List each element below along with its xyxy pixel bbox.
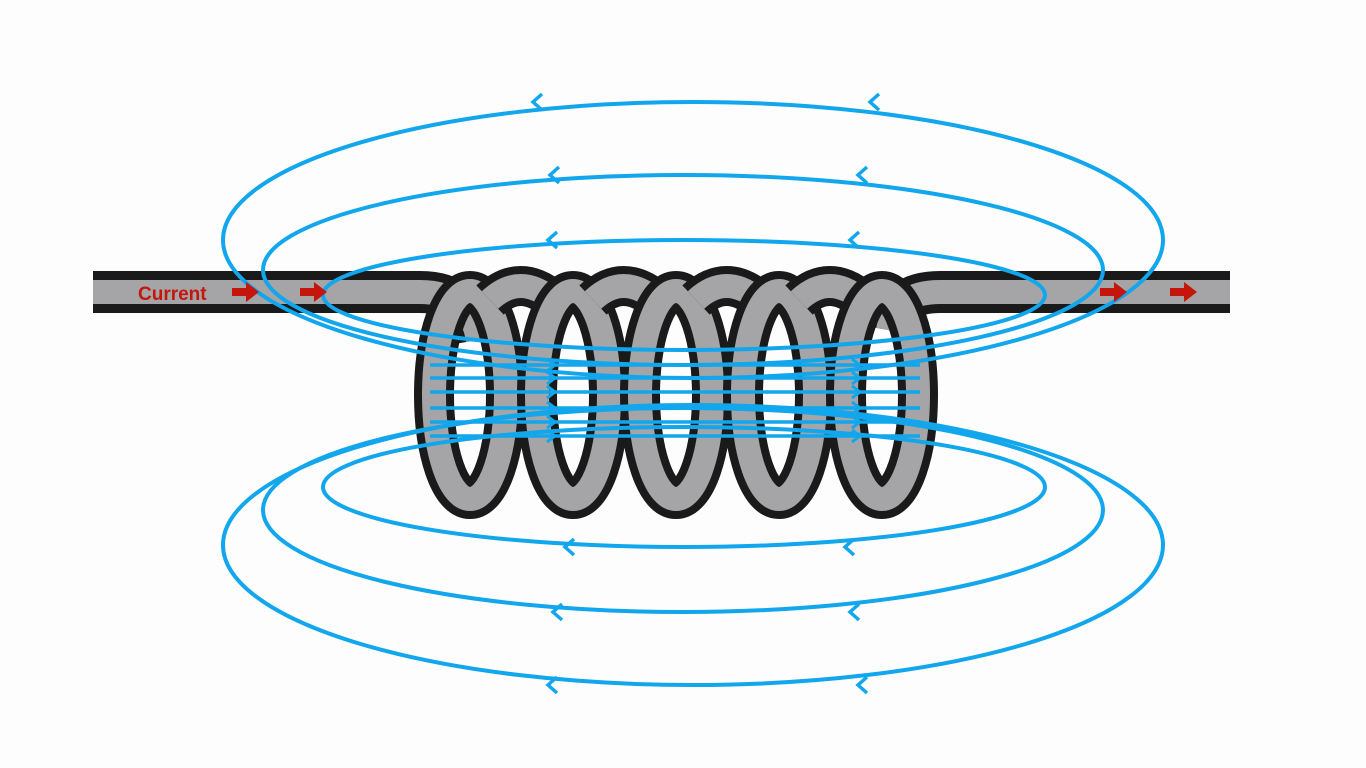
- field-direction-arrow-icon: [546, 357, 558, 373]
- field-direction-arrow-icon: [851, 400, 863, 416]
- coil-turn: [620, 266, 772, 519]
- field-direction-arrow-icon: [546, 400, 558, 416]
- field-direction-arrow-icon: [530, 92, 544, 112]
- field-direction-arrow-icon: [867, 92, 881, 112]
- coil-turn-fill: [422, 279, 518, 511]
- field-line: [221, 403, 1165, 687]
- coil-turn-fill: [525, 279, 621, 511]
- field-direction-arrow-icon: [851, 428, 863, 444]
- current-label: Current: [138, 284, 207, 305]
- field-direction-arrow-icon: [546, 384, 558, 400]
- current-arrows: [232, 282, 1197, 302]
- coil-turn-fill: [834, 279, 930, 511]
- field-direction-arrow-icon: [546, 428, 558, 444]
- field-direction-arrow-icon: [851, 357, 863, 373]
- field-direction-arrow-icon: [851, 414, 863, 430]
- current-arrow-icon: [232, 282, 259, 302]
- coil-turn: [517, 266, 669, 519]
- field-direction-arrow-icon: [547, 165, 561, 185]
- field-direction-arrow-icon: [855, 165, 869, 185]
- current-arrow-icon: [300, 282, 327, 302]
- coil-turn: [826, 271, 938, 519]
- field-direction-arrow-icon: [550, 602, 564, 622]
- field-line: [261, 173, 1105, 367]
- field-direction-arrow-icon: [562, 537, 576, 557]
- coil-turn-fill: [628, 279, 724, 511]
- field-direction-arrow-icon: [546, 370, 558, 386]
- field-direction-arrow-icon: [851, 384, 863, 400]
- coil-turn-fill: [731, 279, 827, 511]
- current-arrow-icon: [1170, 282, 1197, 302]
- field-direction-arrow-icon: [545, 230, 559, 250]
- field-direction-arrow-icon: [545, 675, 559, 695]
- field-direction-arrow-icon: [847, 230, 861, 250]
- field-line: [321, 425, 1047, 549]
- field-direction-arrow-icon: [546, 414, 558, 430]
- field-direction-arrow-icon: [842, 537, 856, 557]
- field-direction-arrow-icon: [855, 675, 869, 695]
- field-lines: [221, 92, 1165, 695]
- current-arrow-icon: [1100, 282, 1127, 302]
- field-direction-arrow-icon: [847, 602, 861, 622]
- coil: [414, 266, 938, 519]
- field-direction-arrow-icon: [851, 370, 863, 386]
